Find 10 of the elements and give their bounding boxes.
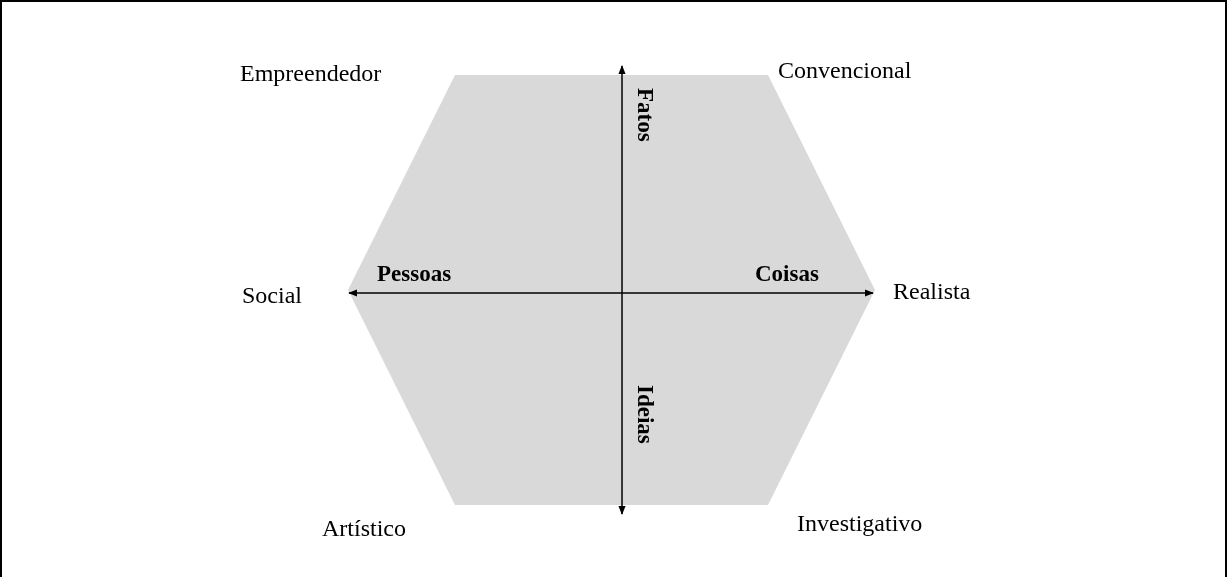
vertex-label: Convencional [778,56,912,85]
vertex-label: Empreendedor [240,59,382,88]
axis-label: Coisas [755,260,819,288]
axis-label: Fatos [634,88,657,142]
vertex-label: Social [242,281,302,310]
vertex-label: Artístico [322,514,406,543]
vertex-label: Realista [893,277,971,306]
axis-label: Ideias [634,385,657,444]
vertex-label: Investigativo [797,509,923,538]
axis-label: Pessoas [377,260,452,288]
